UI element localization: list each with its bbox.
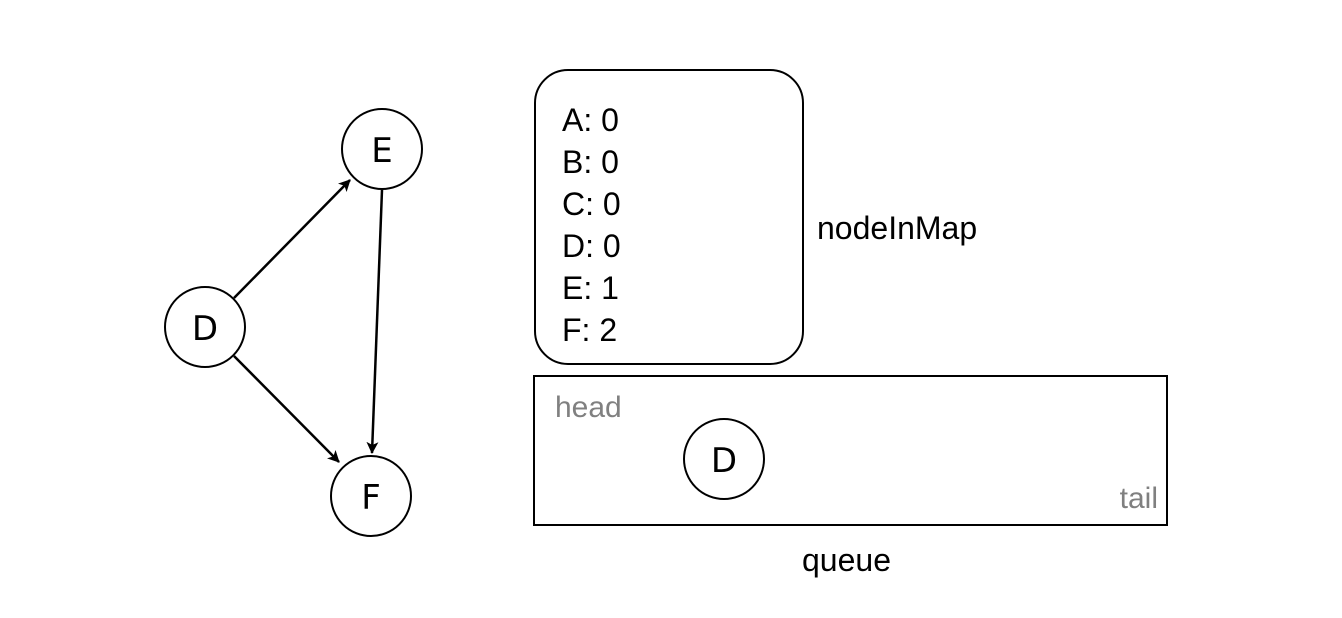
- node-in-map-box: A: 0 B: 0 C: 0 D: 0 E: 1 F: 2: [534, 69, 804, 365]
- edge-d-to-e: [233, 179, 351, 299]
- graph-node-f-label: F: [361, 478, 381, 518]
- map-entry: D: 0: [562, 228, 621, 264]
- queue-box: head tail: [533, 375, 1168, 526]
- edge-e-to-f: [366, 189, 384, 454]
- map-entry: B: 0: [562, 144, 619, 180]
- queue-title: queue: [802, 542, 891, 578]
- queue-head-label: head: [555, 391, 622, 424]
- graph-node-d: D: [164, 286, 246, 368]
- map-entry: F: 2: [562, 312, 618, 348]
- node-in-map-list: A: 0 B: 0 C: 0 D: 0 E: 1 F: 2: [562, 99, 621, 351]
- edge-d-to-f: [233, 355, 340, 463]
- node-in-map-title: nodeInMap: [817, 210, 978, 246]
- map-entry: E: 1: [562, 270, 619, 306]
- graph-node-e: E: [341, 108, 423, 190]
- graph-node-e-label: E: [371, 131, 392, 171]
- map-entry: A: 0: [562, 102, 619, 138]
- graph-node-f: F: [330, 455, 412, 537]
- map-entry: C: 0: [562, 186, 621, 222]
- queue-tail-label: tail: [1119, 482, 1158, 515]
- graph-node-d-label: D: [192, 309, 218, 349]
- queue-item-d: D: [683, 418, 765, 500]
- queue-item-label: D: [711, 441, 737, 481]
